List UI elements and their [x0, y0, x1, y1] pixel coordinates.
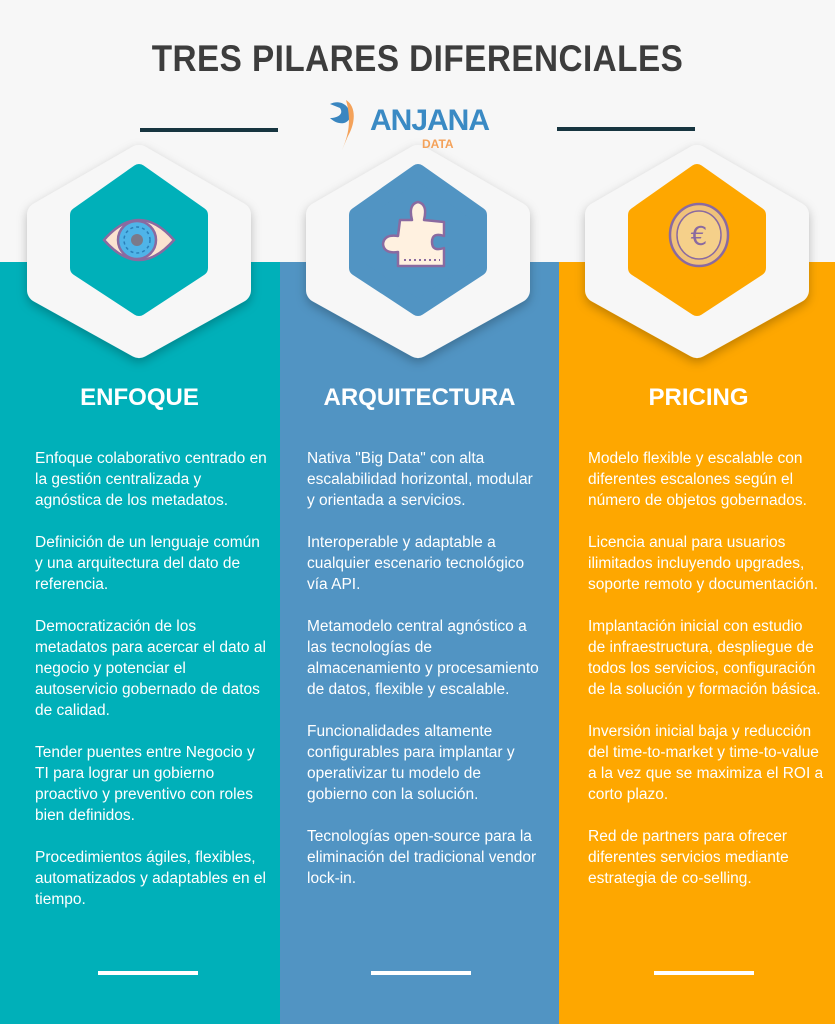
footer-bar-arquitectura [371, 971, 471, 975]
page-title: TRES PILARES DIFERENCIALES [151, 38, 684, 79]
pricing-text: Modelo flexible y escalable con diferent… [588, 448, 824, 910]
paragraph: Implantación inicial con estudio de infr… [588, 618, 821, 698]
heading-enfoque: ENFOQUE [80, 384, 199, 411]
footer-bar-enfoque [98, 971, 198, 975]
paragraph: Red de partners para ofrecer diferentes … [588, 828, 789, 887]
paragraph: Inversión inicial baja y reducción del t… [588, 723, 824, 803]
hexagon-badges: € [27, 145, 809, 358]
footer-bar-pricing [654, 971, 754, 975]
paragraph: Interoperable y adaptable a cualquier es… [307, 534, 525, 593]
divider-left [140, 128, 278, 132]
euro-coin-icon: € [668, 202, 730, 268]
paragraph: Metamodelo central agnóstico a las tecno… [307, 618, 539, 698]
puzzle-piece-icon [381, 200, 446, 268]
paragraph: Democratización de los metadatos para ac… [35, 618, 266, 719]
eye-icon [102, 218, 176, 262]
paragraph: Nativa "Big Data" con alta escalabilidad… [307, 450, 533, 509]
divider-right [557, 127, 695, 131]
arquitectura-text: Nativa "Big Data" con alta escalabilidad… [307, 448, 543, 910]
svg-text:€: € [691, 222, 708, 252]
logo-name: ANJANA [370, 104, 489, 137]
enfoque-text: Enfoque colaborativo centrado en la gest… [35, 448, 267, 931]
paragraph: Modelo flexible y escalable con diferent… [588, 450, 807, 509]
paragraph: Tecnologías open-source para la eliminac… [307, 828, 537, 887]
anjana-data-logo: ANJANA DATA [330, 100, 490, 151]
paragraph: Funcionalidades altamente configurables … [307, 723, 515, 803]
paragraph: Procedimientos ágiles, flexibles, automa… [35, 849, 266, 908]
paragraph: Enfoque colaborativo centrado en la gest… [35, 450, 267, 509]
logo-sub: DATA [422, 137, 454, 151]
heading-arquitectura: ARQUITECTURA [323, 384, 516, 411]
column-pricing [559, 262, 835, 1024]
paragraph: Tender puentes entre Negocio y TI para l… [35, 744, 255, 824]
paragraph: Licencia anual para usuarios ilimitados … [588, 534, 819, 593]
heading-pricing: PRICING [648, 384, 749, 411]
paragraph: Definición de un lenguaje común y una ar… [35, 534, 260, 593]
column-enfoque [0, 262, 280, 1024]
column-arquitectura [280, 262, 559, 1024]
